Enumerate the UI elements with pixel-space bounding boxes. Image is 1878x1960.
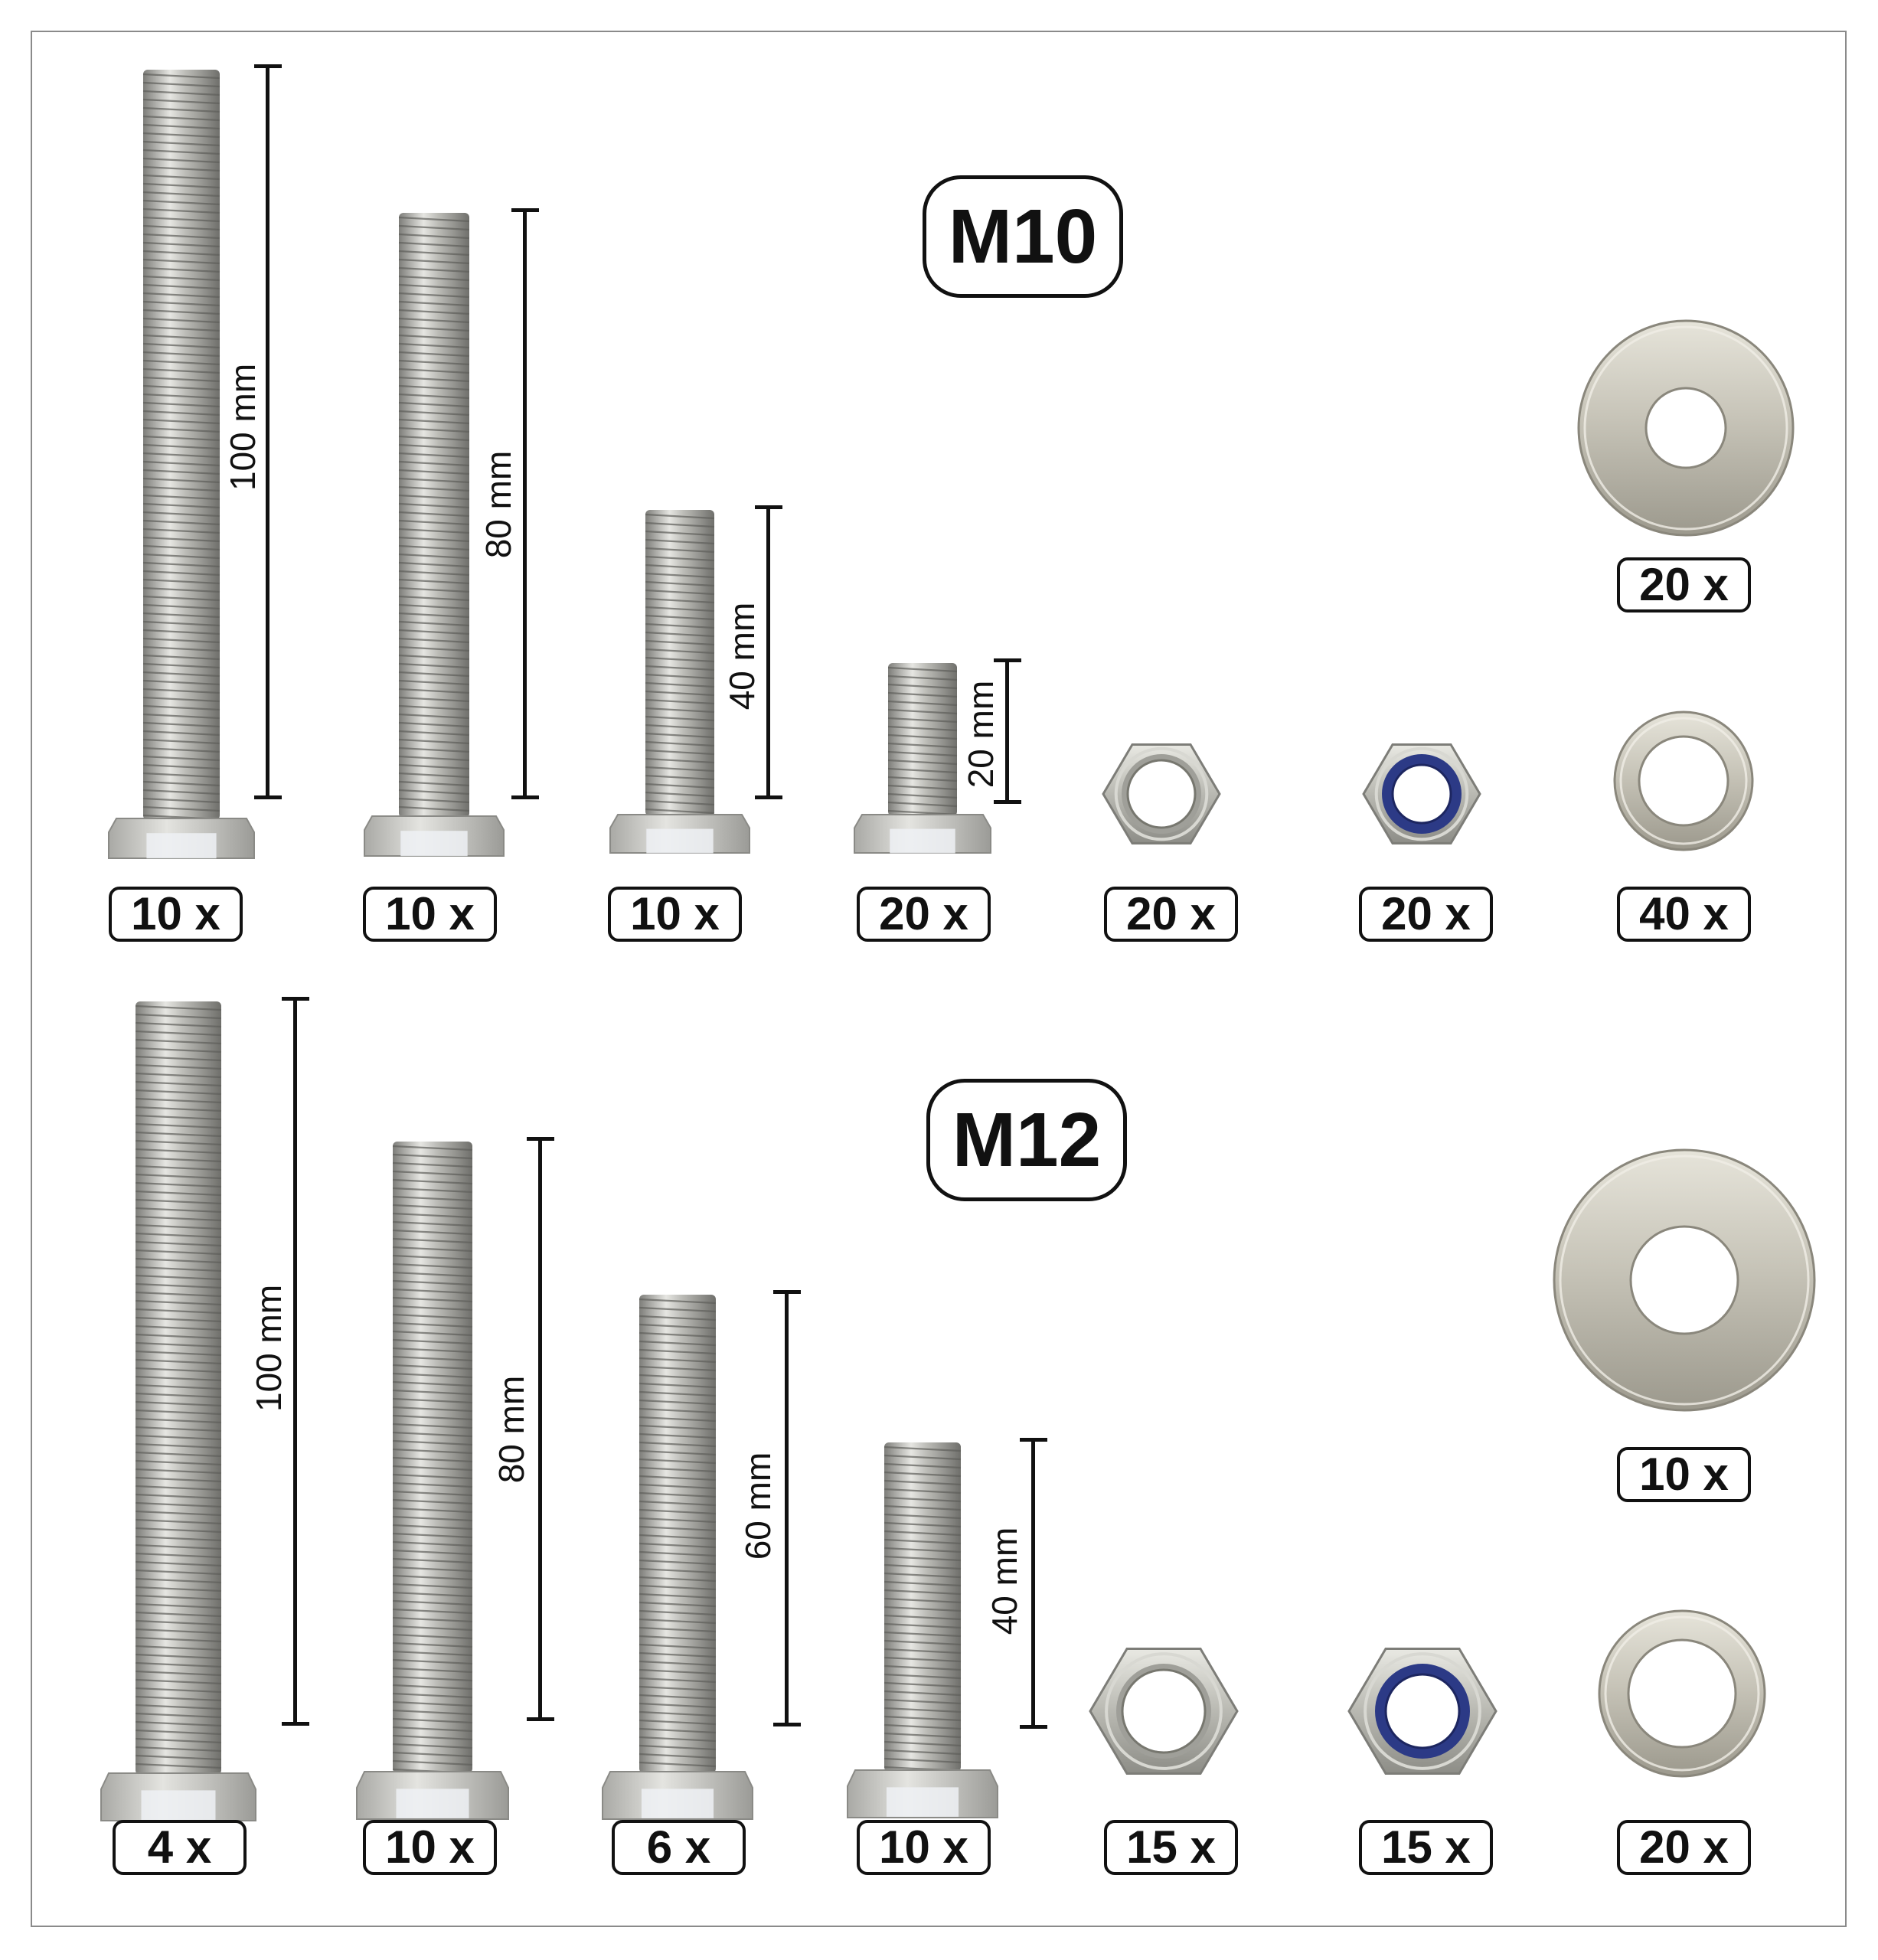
quantity-badge: 10 x (363, 887, 497, 942)
length-dimension: 80 mm (492, 1137, 603, 1721)
quantity-badge: 6 x (612, 1820, 746, 1875)
length-dimension: 100 mm (223, 64, 331, 799)
length-dimension: 40 mm (985, 1438, 1096, 1729)
bolt-icon (108, 70, 255, 859)
length-label: 40 mm (722, 602, 762, 710)
section-size-label-m10: M10 (923, 175, 1123, 298)
length-label: 20 mm (961, 680, 1001, 789)
bolt-icon (602, 1295, 753, 1820)
length-label: 100 mm (249, 1284, 289, 1412)
quantity-badge: 10 x (109, 887, 243, 942)
hex-nut-icon (1102, 743, 1221, 844)
length-label: 60 mm (738, 1452, 778, 1560)
section-size-label-m12: M12 (926, 1079, 1127, 1201)
quantity-badge: 10 x (857, 1820, 991, 1875)
quantity-badge: 15 x (1104, 1820, 1238, 1875)
quantity-badge: 20 x (1617, 557, 1751, 612)
bolt-icon (609, 510, 750, 854)
large-washer-icon (1577, 319, 1795, 537)
flat-washer-icon (1598, 1609, 1766, 1778)
length-label: 40 mm (985, 1527, 1024, 1635)
length-dimension: 60 mm (738, 1290, 850, 1726)
bolt-icon (847, 1442, 998, 1818)
product-panel: M10 100 mm 10 x 80 mm 10 x 40 mm 10 x 20… (31, 31, 1847, 1927)
flat-washer-icon (1613, 710, 1754, 851)
bolt-icon (854, 663, 991, 854)
length-label: 80 mm (492, 1375, 531, 1484)
length-dimension: 40 mm (722, 505, 831, 799)
quantity-badge: 10 x (363, 1820, 497, 1875)
quantity-badge: 20 x (1617, 1820, 1751, 1875)
bolt-icon (364, 213, 505, 857)
quantity-badge: 20 x (1104, 887, 1238, 942)
bolt-icon (356, 1142, 509, 1820)
bolt-icon (100, 1001, 256, 1821)
hex-nut-icon (1089, 1648, 1239, 1775)
quantity-badge: 20 x (857, 887, 991, 942)
large-washer-icon (1553, 1148, 1816, 1412)
quantity-badge: 10 x (1617, 1447, 1751, 1502)
quantity-badge: 4 x (113, 1820, 247, 1875)
quantity-badge: 20 x (1359, 887, 1493, 942)
length-dimension: 80 mm (478, 208, 588, 799)
length-label: 100 mm (223, 363, 263, 491)
quantity-badge: 10 x (608, 887, 742, 942)
length-label: 80 mm (478, 450, 518, 559)
length-dimension: 100 mm (249, 997, 358, 1726)
lock-nut-icon (1347, 1648, 1498, 1775)
quantity-badge: 15 x (1359, 1820, 1493, 1875)
length-dimension: 20 mm (961, 658, 1070, 804)
quantity-badge: 40 x (1617, 887, 1751, 942)
lock-nut-icon (1362, 743, 1481, 844)
